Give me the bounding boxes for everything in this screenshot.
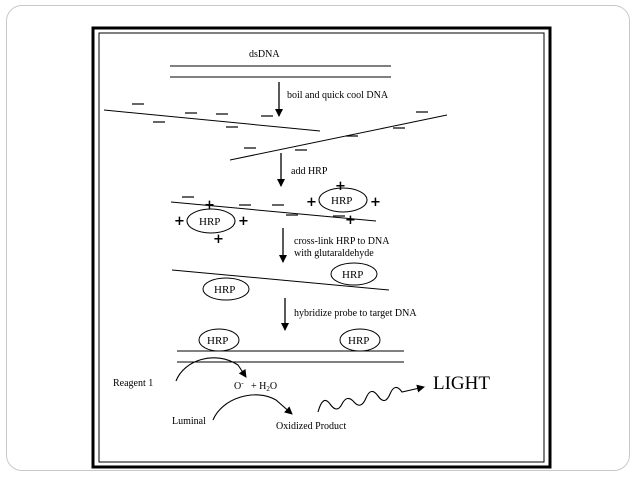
hrp-enzyme-4: [330, 262, 378, 286]
light-label: LIGHT: [433, 373, 490, 394]
hrp-label-4: HRP: [342, 269, 363, 281]
hrp-label-5: HRP: [207, 335, 228, 347]
hrp-enzyme-1: [186, 208, 236, 234]
plus-sign: +: [174, 214, 185, 229]
slide-frame: [6, 5, 630, 471]
crosslinked-strand: [171, 269, 390, 291]
step4-label: hybridize probe to target DNA: [294, 308, 417, 319]
diagram-inner-border: [98, 32, 545, 463]
step3-label-line1: cross-link HRP to DNA: [294, 236, 390, 247]
luminal-label: Luminal: [172, 416, 206, 427]
reagent-arrow: [175, 357, 247, 382]
product-label: Oxidized Product: [276, 421, 346, 432]
luminal-arrow: [212, 394, 293, 421]
water-label: + H2O: [251, 381, 277, 393]
oxygen-radical: O-: [234, 379, 244, 392]
hrp-enzyme-2: [318, 187, 368, 213]
reagent-label: Reagent 1: [113, 378, 153, 389]
hrp-label-1: HRP: [199, 216, 220, 228]
single-strand-dna: [103, 103, 448, 161]
hrp-label-2: HRP: [331, 195, 352, 207]
hrp-label-3: HRP: [214, 284, 235, 296]
hrp-enzyme-5: [198, 328, 240, 352]
hrp-label-6: HRP: [348, 335, 369, 347]
step3-label-line2: with glutaraldehyde: [294, 248, 374, 259]
step2-label: add HRP: [291, 166, 328, 177]
hrp-mixture: [170, 196, 377, 222]
plus-sign: +: [213, 232, 224, 247]
plus-sign: +: [306, 195, 317, 210]
diagram-border: [91, 26, 552, 469]
step1-label: boil and quick cool DNA: [287, 90, 389, 101]
hrp-enzyme-6: [339, 328, 381, 352]
dsdna-label: dsDNA: [249, 49, 280, 60]
plus-sign: +: [335, 179, 346, 194]
plus-sign: +: [204, 198, 215, 213]
plus-sign: +: [345, 213, 356, 228]
hrp-enzyme-3: [202, 277, 250, 301]
light-wave-arrow: [317, 384, 425, 413]
plus-sign: +: [238, 214, 249, 229]
plus-sign: +: [370, 195, 381, 210]
